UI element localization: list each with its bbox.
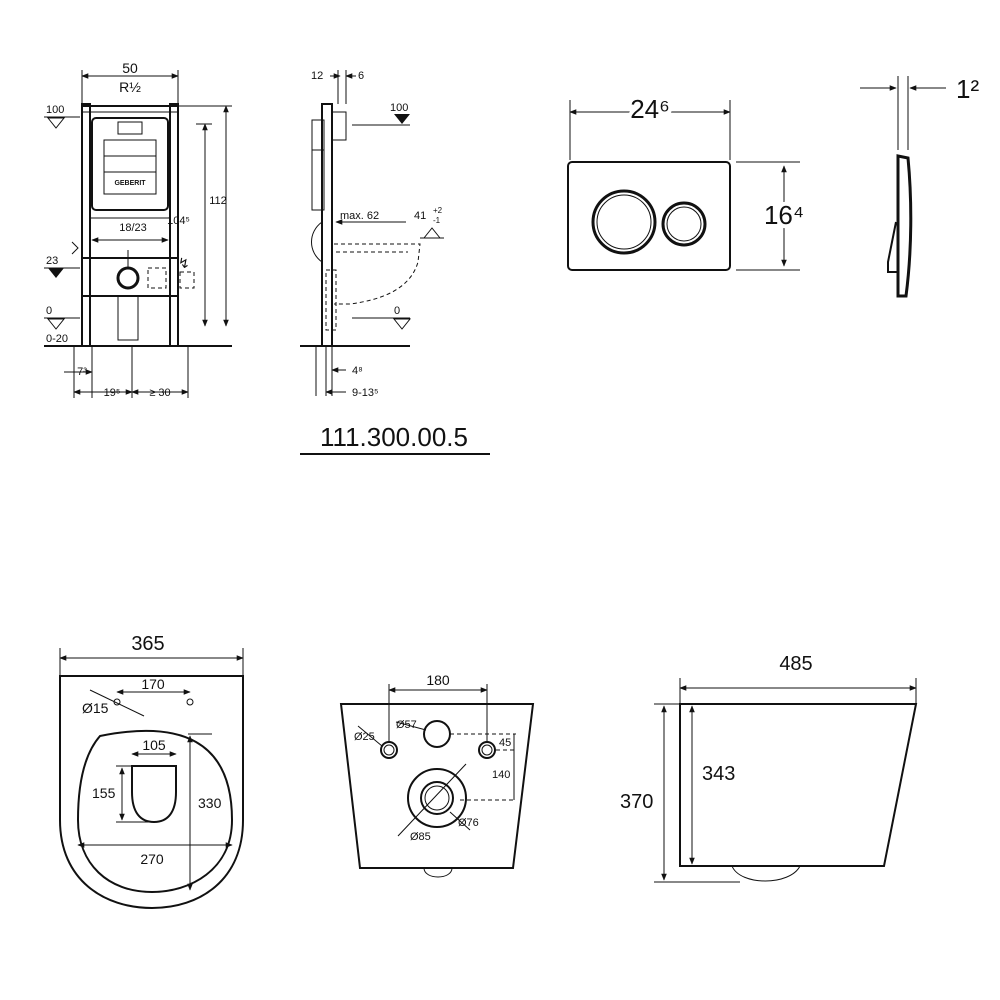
plate-thickness-label: 1² xyxy=(956,74,979,104)
electrical-symbol: ↯ xyxy=(178,255,190,271)
back-d85-label: Ø85 xyxy=(410,831,431,843)
opening-width-label: 105 xyxy=(142,737,166,753)
bowl-inner-height-label: 343 xyxy=(702,763,735,785)
front-floor-range: 0-20 xyxy=(46,333,68,345)
side-max-label: max. 62 xyxy=(340,210,379,222)
frame-total-height: 112 xyxy=(209,195,227,207)
side-bottom-a: 4⁸ xyxy=(352,365,363,377)
connection-label: R½ xyxy=(119,79,141,95)
front-level-zero: 0 xyxy=(46,305,52,317)
inner-length-label: 330 xyxy=(198,795,222,811)
front-level-top: 100 xyxy=(46,104,64,116)
outlet-label: 18/23 xyxy=(119,222,147,234)
flush-plate-side: 1² xyxy=(860,74,979,298)
frame-width-label: 50 xyxy=(122,60,138,76)
brand-label: GEBERIT xyxy=(114,180,146,187)
front-level-mid: 23 xyxy=(46,255,58,267)
back-hole-spacing-label: 180 xyxy=(426,672,450,688)
back-d76-label: Ø76 xyxy=(458,817,479,829)
frame-inner-height: 104⁵ xyxy=(167,215,190,227)
frame-side-view: 12 6 100 max. 62 41 +2 -1 0 xyxy=(300,70,444,399)
back-v45-label: 45 xyxy=(499,737,511,749)
bowl-width-label: 365 xyxy=(131,633,164,655)
bottom-mid-dim: 19⁵ xyxy=(104,387,121,399)
plate-width-label: 24⁶ xyxy=(630,94,670,124)
back-d25-label: Ø25 xyxy=(354,731,375,743)
side-bottom-b: 9-13⁵ xyxy=(352,387,379,399)
bowl-height-label: 370 xyxy=(620,791,653,813)
back-v140-label: 140 xyxy=(492,769,510,781)
plate-height-label: 16⁴ xyxy=(764,200,804,230)
bottom-left-dim: 7³ xyxy=(77,366,87,378)
bowl-length-label: 485 xyxy=(779,653,812,675)
large-flush-button xyxy=(591,189,657,255)
flush-plate-front: 24⁶ 16⁴ xyxy=(567,90,808,271)
side-offset: 41 xyxy=(414,210,426,222)
flush-plate-outline xyxy=(567,161,731,271)
side-depth-a: 12 xyxy=(311,70,323,82)
bottom-right-dim: ≥ 30 xyxy=(149,387,170,399)
hole-spacing-label: 170 xyxy=(141,676,165,692)
side-tol-minus: -1 xyxy=(433,216,441,225)
opening-depth-label: 155 xyxy=(92,785,116,801)
bowl-side-view: 485 370 343 xyxy=(620,653,918,883)
bowl-top-view: 365 170 Ø15 105 155 330 270 xyxy=(59,633,244,910)
side-depth-b: 6 xyxy=(358,70,364,82)
side-level-top: 100 xyxy=(390,102,408,114)
back-d57-label: Ø57 xyxy=(396,719,417,731)
small-flush-button xyxy=(661,201,707,247)
side-tol-plus: +2 xyxy=(433,206,443,215)
frame-front-view: 50 R½ 100 23 0 0-20 GEBERIT 18/23 xyxy=(44,60,232,399)
bowl-back-view: 180 45 140 Ø25 Ø57 Ø85 Ø76 xyxy=(339,672,535,878)
inner-width-label: 270 xyxy=(140,851,164,867)
side-level-zero: 0 xyxy=(394,305,400,317)
hole-diameter-label: Ø15 xyxy=(82,700,109,716)
model-number: 111.300.00.5 xyxy=(320,422,468,452)
